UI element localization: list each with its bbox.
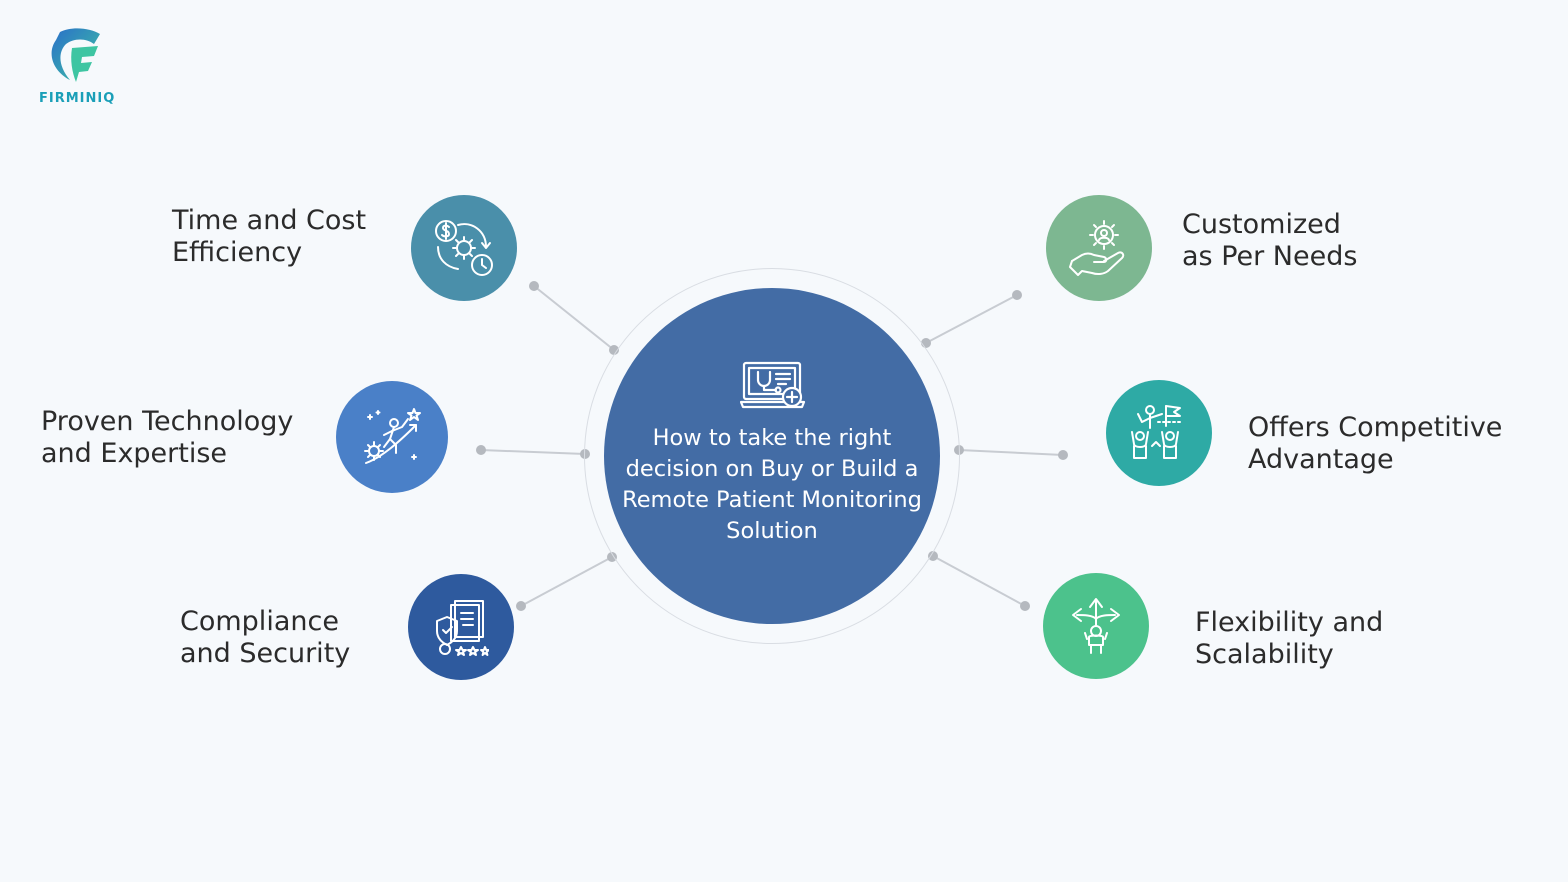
hand-gear-user-icon: [1069, 220, 1125, 276]
label-line: and Security: [180, 638, 351, 669]
team-flag-icon: [1131, 405, 1181, 459]
label-line: Advantage: [1248, 444, 1394, 475]
label-line: Efficiency: [172, 237, 303, 268]
person-arrows-icon: [1072, 598, 1120, 654]
node-compliance: [408, 574, 514, 680]
label-line: Compliance: [180, 606, 339, 637]
label-line: Offers Competitive: [1248, 412, 1503, 443]
node-flexibility: [1043, 573, 1149, 679]
label-line: Customized: [1182, 209, 1341, 240]
label-line: Flexibility and: [1195, 607, 1384, 638]
monitor-stethoscope-icon: [740, 361, 806, 409]
label-flexibility: Flexibility and Scalability: [1195, 607, 1383, 671]
hub-ring: [584, 268, 960, 644]
hub-title: How to take the right decision on Buy or…: [622, 425, 922, 544]
label-line: and Expertise: [41, 438, 228, 469]
climber-gear-star-icon: [364, 408, 421, 464]
node-proven-tech: [336, 381, 448, 493]
label-line: Time and Cost: [172, 205, 367, 236]
firminiq-logo: FIRMINIQ: [36, 26, 126, 111]
shield-document-icon: [436, 600, 489, 656]
label-proven-tech: Proven Technology and Expertise: [41, 406, 293, 470]
label-customized: Customized as Per Needs: [1182, 209, 1357, 273]
label-line: Proven Technology: [41, 406, 294, 437]
label-line: Scalability: [1195, 639, 1334, 670]
node-customized: [1046, 195, 1152, 301]
label-time-cost: Time and Cost Efficiency: [172, 205, 366, 269]
brand-name: FIRMINIQ: [39, 91, 116, 106]
node-competitive: [1106, 380, 1212, 486]
label-competitive: Offers Competitive Advantage: [1248, 412, 1502, 476]
firminiq-logo-mark-icon: [51, 28, 100, 82]
label-compliance: Compliance and Security: [180, 606, 350, 670]
dollar-gear-clock-icon: [435, 220, 493, 276]
hub-circle: How to take the right decision on Buy or…: [604, 288, 940, 624]
label-line: as Per Needs: [1182, 241, 1358, 272]
node-time-cost: [411, 195, 517, 301]
